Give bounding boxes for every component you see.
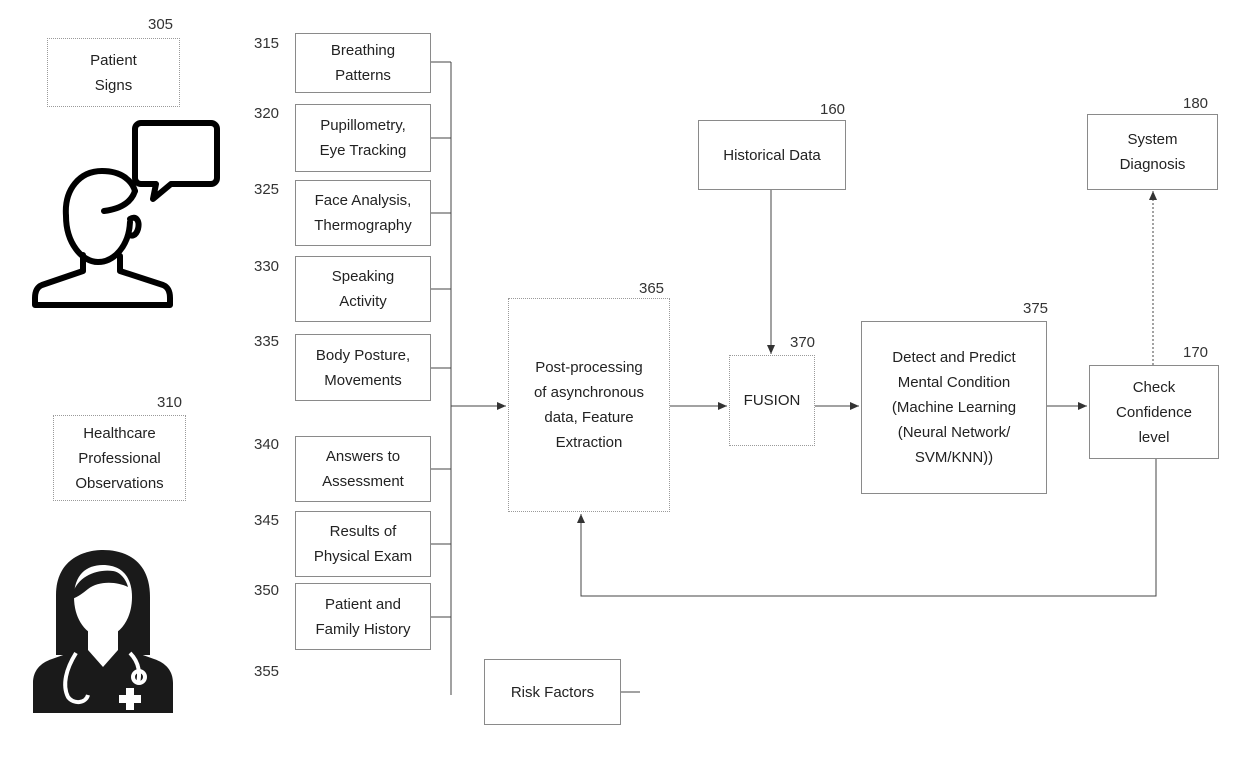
check-confidence-box: Check Confidence level xyxy=(1089,365,1219,459)
input-ref: 340 xyxy=(254,436,279,453)
postprocessing-label: Post-processing of asynchronous data, Fe… xyxy=(534,355,644,455)
historical-data-box: Historical Data xyxy=(698,120,846,190)
input-box-body-posture: Body Posture, Movements xyxy=(295,334,431,401)
input-ref: 315 xyxy=(254,35,279,52)
detect-label: Detect and Predict Mental Condition (Mac… xyxy=(892,345,1016,470)
input-label: Answers to Assessment xyxy=(322,444,404,494)
input-box-pupillometry: Pupillometry, Eye Tracking xyxy=(295,104,431,172)
healthcare-observations-label: Healthcare Professional Observations xyxy=(75,421,163,496)
patient-signs-label: Patient Signs xyxy=(90,48,137,98)
patient-signs-ref: 305 xyxy=(148,16,173,33)
input-box-family-history: Patient and Family History xyxy=(295,583,431,650)
patient-signs-box: Patient Signs xyxy=(47,38,180,107)
postprocessing-ref: 365 xyxy=(639,280,664,297)
input-ref: 355 xyxy=(254,663,279,680)
detect-box: Detect and Predict Mental Condition (Mac… xyxy=(861,321,1047,494)
patient-speech-icon xyxy=(28,115,224,310)
input-label: Breathing Patterns xyxy=(331,38,395,88)
healthcare-observations-ref: 310 xyxy=(157,394,182,411)
input-box-breathing: Breathing Patterns xyxy=(295,33,431,93)
input-ref: 330 xyxy=(254,258,279,275)
historical-data-ref: 160 xyxy=(820,101,845,118)
risk-factors-label: Risk Factors xyxy=(511,680,594,705)
input-label: Face Analysis, Thermography xyxy=(314,188,412,238)
check-confidence-ref: 170 xyxy=(1183,344,1208,361)
input-ref: 325 xyxy=(254,181,279,198)
risk-factors-box: Risk Factors xyxy=(484,659,621,725)
system-diagnosis-ref: 180 xyxy=(1183,95,1208,112)
fusion-label: FUSION xyxy=(744,388,801,413)
historical-data-label: Historical Data xyxy=(723,143,821,168)
check-confidence-label: Check Confidence level xyxy=(1116,375,1192,450)
input-label: Pupillometry, Eye Tracking xyxy=(320,113,407,163)
input-ref: 350 xyxy=(254,582,279,599)
input-ref: 345 xyxy=(254,512,279,529)
system-diagnosis-label: System Diagnosis xyxy=(1120,127,1186,177)
input-label: Patient and Family History xyxy=(315,592,410,642)
input-box-speaking: Speaking Activity xyxy=(295,256,431,322)
fusion-box: FUSION xyxy=(729,355,815,446)
doctor-stethoscope-icon xyxy=(28,545,178,715)
input-label: Speaking Activity xyxy=(332,264,395,314)
healthcare-observations-box: Healthcare Professional Observations xyxy=(53,415,186,501)
input-box-answers: Answers to Assessment xyxy=(295,436,431,502)
input-box-physical-exam: Results of Physical Exam xyxy=(295,511,431,577)
input-ref: 320 xyxy=(254,105,279,122)
input-ref: 335 xyxy=(254,333,279,350)
input-box-face-analysis: Face Analysis, Thermography xyxy=(295,180,431,246)
fusion-ref: 370 xyxy=(790,334,815,351)
input-label: Results of Physical Exam xyxy=(314,519,412,569)
postprocessing-box: Post-processing of asynchronous data, Fe… xyxy=(508,298,670,512)
system-diagnosis-box: System Diagnosis xyxy=(1087,114,1218,190)
input-label: Body Posture, Movements xyxy=(316,343,410,393)
detect-ref: 375 xyxy=(1023,300,1048,317)
